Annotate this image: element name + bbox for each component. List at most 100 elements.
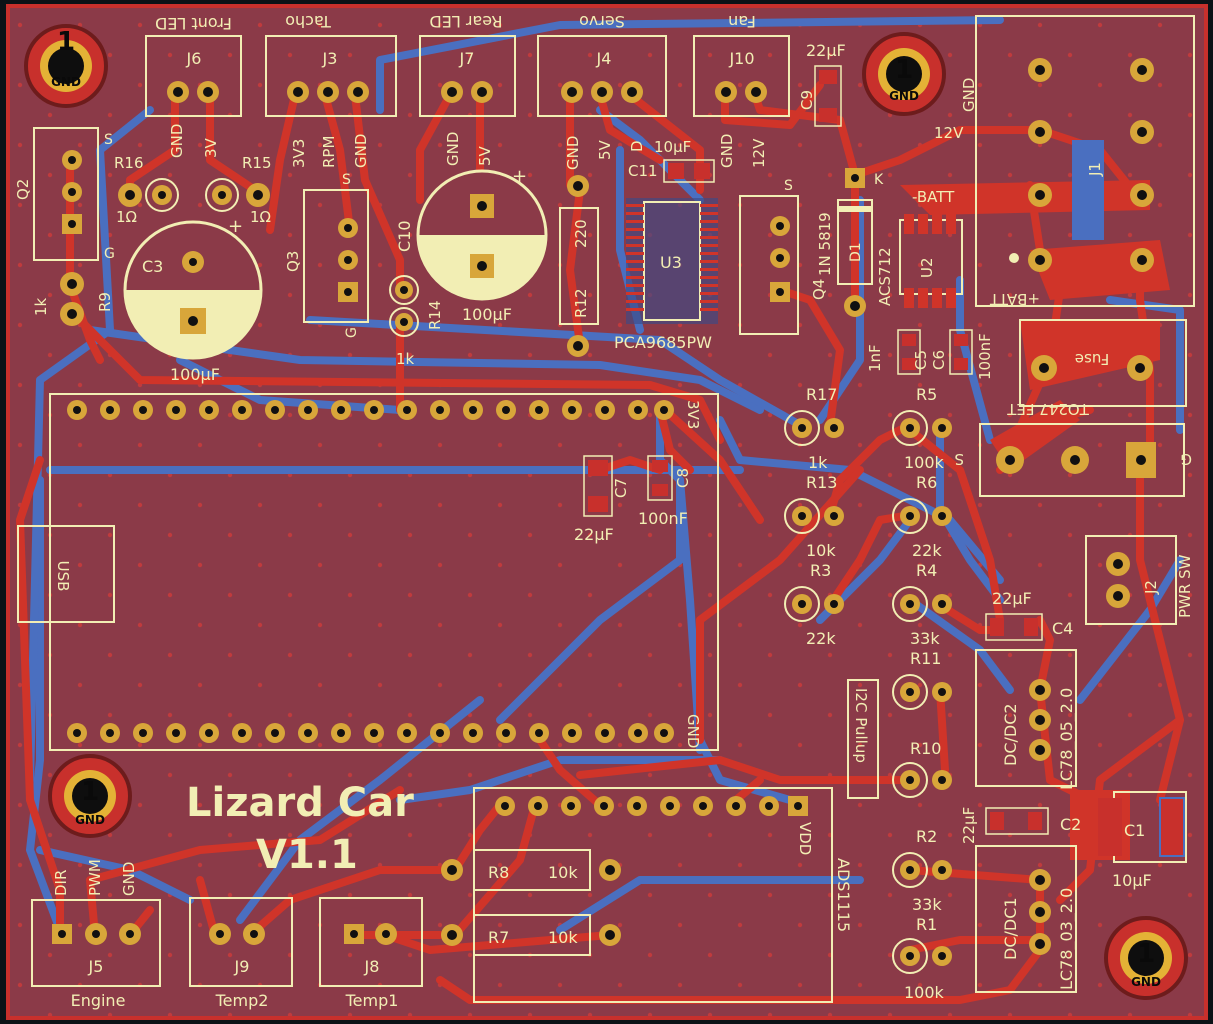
resistor-r15[interactable]: R15 1Ω — [205, 154, 272, 226]
svg-text:R8: R8 — [488, 863, 509, 882]
svg-text:22µF: 22µF — [960, 807, 978, 844]
dcdc-converter-2[interactable]: DC/DC2 LC78_05_2.0 — [975, 649, 1077, 790]
ic-u3-pca9685pw[interactable]: U3 PCA9685PW — [614, 198, 718, 352]
svg-text:1Ω: 1Ω — [116, 208, 137, 226]
resistor-r7[interactable]: R7 10k — [441, 914, 621, 956]
svg-text:J7: J7 — [459, 49, 475, 68]
svg-text:100nF: 100nF — [638, 509, 688, 528]
resistor-r2[interactable]: R2 33k — [892, 827, 952, 914]
connector-j10[interactable]: Fan J10 GND 12V — [693, 12, 790, 168]
resistor-r9[interactable]: 1k R9 — [32, 272, 114, 326]
dcdc-converter-1[interactable]: DC/DC1 LC78_03_2.0 — [975, 845, 1077, 993]
capacitor-c10[interactable]: C10 + 100µF — [395, 166, 548, 324]
esp32-module[interactable]: USB 3V3 GND — [17, 393, 719, 751]
svg-text:G: G — [344, 327, 360, 338]
resistor-r16[interactable]: R16 1Ω — [114, 154, 179, 226]
svg-text:1: 1 — [81, 777, 99, 807]
capacitor-c7[interactable]: C7 22µF — [574, 455, 630, 544]
svg-text:Temp2: Temp2 — [215, 991, 269, 1010]
svg-text:R2: R2 — [916, 827, 937, 846]
svg-text:R11: R11 — [910, 649, 941, 668]
resistor-r11[interactable]: R11 — [892, 649, 952, 710]
svg-text:R5: R5 — [916, 385, 937, 404]
connector-j7[interactable]: Rear LED J7 GND 5V — [419, 12, 516, 166]
resistor-r4[interactable]: R4 33k — [892, 561, 952, 648]
svg-text:C2: C2 — [1060, 815, 1081, 834]
svg-text:GND: GND — [1131, 975, 1161, 989]
ic-u2-acs712[interactable]: U2 ACS712 — [876, 214, 963, 308]
svg-text:ACS712: ACS712 — [876, 247, 894, 306]
connector-j8-temp1[interactable]: J8 Temp1 — [319, 897, 423, 1010]
svg-text:1k: 1k — [396, 350, 415, 368]
connector-j1[interactable]: J1 12V -BATT +BATT GND — [912, 15, 1195, 308]
svg-text:GND: GND — [51, 75, 81, 89]
svg-text:S: S — [954, 450, 964, 468]
diode-d1[interactable]: K D1 1N 5819 — [816, 168, 884, 317]
svg-text:C4: C4 — [1052, 619, 1073, 638]
resistor-r17[interactable]: R17 1k — [784, 385, 844, 472]
connector-j5-engine[interactable]: DIR PWM GND J5 Engine — [31, 859, 161, 1010]
svg-text:220: 220 — [572, 219, 590, 248]
svg-text:GND: GND — [444, 132, 462, 166]
resistor-r8[interactable]: R8 10k — [441, 849, 621, 891]
svg-text:Q4: Q4 — [810, 279, 828, 300]
fuse[interactable]: Fuse — [1019, 319, 1187, 407]
adc-ads1115[interactable]: VDD ADS1115 — [473, 787, 853, 1003]
svg-text:C1: C1 — [1124, 821, 1145, 840]
svg-text:1: 1 — [1137, 939, 1155, 969]
transistor-q2[interactable]: Q2 S G — [14, 127, 115, 262]
svg-text:1nF: 1nF — [866, 344, 884, 372]
mounting-hole-bottom-left: 1 GND — [48, 754, 132, 838]
svg-text:100µF: 100µF — [170, 365, 220, 384]
connector-j4[interactable]: Servo J4 GND 5V D — [537, 12, 667, 170]
capacitor-c8[interactable]: C8 100nF — [638, 455, 692, 528]
i2c-pullup-label: I2C Pullup — [847, 679, 879, 799]
connector-j9-temp2[interactable]: J9 Temp2 — [189, 897, 293, 1010]
resistor-r6[interactable]: R6 22k — [892, 473, 952, 560]
connector-j3[interactable]: Tacho J3 3V3 RPM GND — [265, 12, 397, 168]
svg-text:S: S — [342, 172, 351, 188]
transistor-q3[interactable]: Q3 S G — [284, 172, 369, 338]
resistor-r13[interactable]: R13 10k — [784, 473, 844, 560]
connector-j6[interactable]: Front LED J6 GND 3V — [145, 14, 242, 158]
svg-text:GND: GND — [960, 78, 978, 112]
svg-text:22µF: 22µF — [574, 525, 614, 544]
resistor-r3[interactable]: R3 22k — [784, 561, 844, 648]
svg-text:C5: C5 — [912, 350, 930, 370]
svg-text:R10: R10 — [910, 739, 941, 758]
svg-text:G: G — [1180, 450, 1192, 468]
svg-text:GND: GND — [75, 813, 105, 827]
svg-text:Temp1: Temp1 — [345, 991, 399, 1010]
capacitor-c9[interactable]: 22µF C9 — [798, 41, 846, 127]
svg-text:R16: R16 — [114, 154, 144, 172]
svg-text:10µF: 10µF — [1112, 871, 1152, 890]
capacitor-c5[interactable]: C5 1nF — [866, 329, 930, 375]
svg-text:PWM: PWM — [86, 859, 104, 896]
svg-text:LC78_05_2.0: LC78_05_2.0 — [1057, 688, 1077, 790]
capacitor-c6[interactable]: C6 100nF — [930, 329, 994, 380]
resistor-r5[interactable]: R5 100k — [892, 385, 952, 472]
svg-text:22µF: 22µF — [806, 41, 846, 60]
resistor-r1[interactable]: R1 100k — [892, 915, 952, 1002]
mosfet-to247[interactable]: TO247 FET S G — [954, 400, 1192, 497]
resistor-r12[interactable]: 220 R12 — [559, 175, 599, 357]
svg-text:100k: 100k — [904, 983, 945, 1002]
svg-text:5V: 5V — [476, 145, 494, 166]
svg-text:R4: R4 — [916, 561, 937, 580]
mounting-holes: 1 GND 1 GND 1 GND 1 GND — [24, 24, 1188, 1000]
connector-j2-pwr-sw[interactable]: J2 PWR SW — [1085, 535, 1194, 625]
svg-text:22µF: 22µF — [992, 589, 1032, 608]
svg-text:12V: 12V — [750, 138, 768, 168]
transistor-q4[interactable]: S Q4 — [739, 178, 828, 335]
svg-text:+BATT: +BATT — [989, 290, 1040, 308]
svg-text:PCA9685PW: PCA9685PW — [614, 333, 712, 352]
capacitor-c1[interactable]: C1 10µF — [1098, 791, 1187, 890]
capacitor-c2[interactable]: 22µF C2 — [960, 807, 1081, 844]
resistor-r14[interactable]: R14 1k — [389, 275, 444, 368]
svg-text:I2C Pullup: I2C Pullup — [852, 688, 870, 763]
resistor-r10[interactable]: R10 — [892, 739, 952, 798]
capacitor-c11[interactable]: 10µF C11 — [628, 138, 715, 183]
capacitor-c3[interactable]: C3 + 100µF — [123, 216, 263, 384]
capacitor-c4[interactable]: 22µF C4 — [985, 589, 1073, 641]
